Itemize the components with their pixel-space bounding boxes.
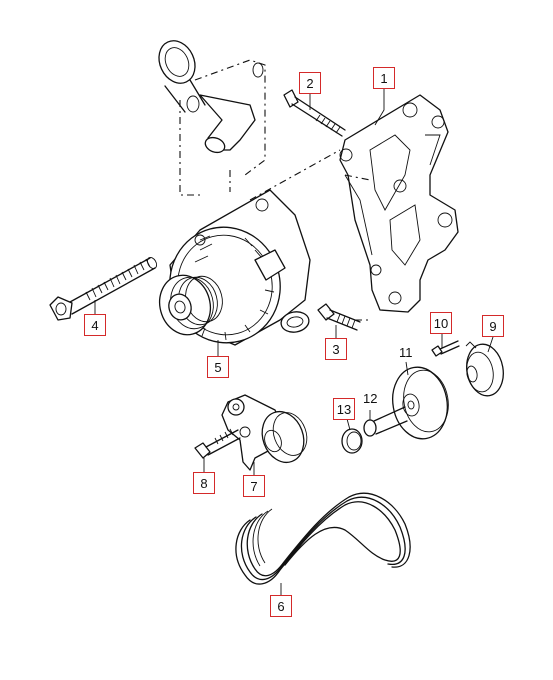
tensioner: [221, 394, 308, 471]
callout-1: 1: [373, 67, 395, 89]
label-11: 11: [399, 345, 413, 360]
long-bolt: [283, 89, 346, 137]
callout-10: 10: [430, 312, 452, 334]
tensioner-bolt: [194, 428, 241, 459]
pulley-bolt: [363, 406, 408, 437]
callout-8: 8: [193, 472, 215, 494]
dust-cap: [341, 428, 363, 454]
label-12: 12: [363, 391, 378, 406]
callout-3: 3: [325, 338, 347, 360]
callout-9: 9: [482, 315, 504, 337]
alternator-bolt: [49, 256, 158, 321]
idler-pulley: [392, 366, 449, 440]
callout-5: 5: [207, 356, 229, 378]
callout-4: 4: [84, 314, 106, 336]
bracket-bolt: [317, 303, 361, 331]
callout-6: 6: [270, 595, 292, 617]
callout-2: 2: [299, 72, 321, 94]
cap-plate: [465, 341, 504, 397]
ribbed-belt: [235, 492, 411, 585]
air-duct-hose: [158, 40, 266, 196]
small-screw: [431, 340, 460, 357]
leader-lines: [94, 84, 494, 595]
alternator: [158, 189, 311, 346]
callout-13: 13: [333, 398, 355, 420]
mounting-bracket: [339, 94, 459, 313]
callout-7: 7: [243, 475, 265, 497]
